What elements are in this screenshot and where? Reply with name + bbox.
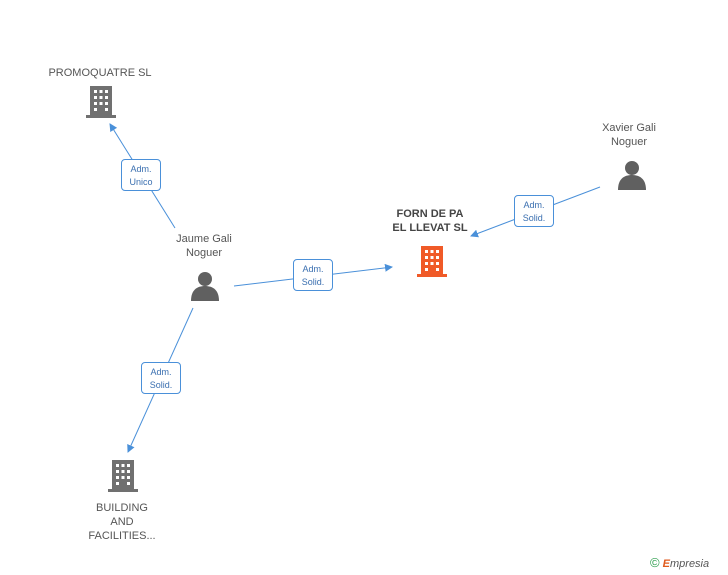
edge-badge-jaume-forn[interactable]: Adm. Solid.	[293, 259, 333, 291]
copyright-symbol: ©	[650, 555, 660, 570]
xavier-name-line2: Noguer	[610, 136, 648, 148]
jaume-name-line2: Noguer	[185, 247, 223, 259]
building-name-line1: BUILDING	[96, 502, 148, 514]
node-label-forn-de-pa[interactable]: FORN DE PA EL LLEVAT SL	[370, 207, 490, 235]
badge-role-line1: Adm.	[523, 200, 545, 210]
node-label-promoquatre[interactable]: PROMOQUATRE SL	[40, 66, 160, 80]
building-name-line2: AND	[110, 516, 134, 528]
building-icon-building-and-facilities[interactable]	[108, 460, 138, 492]
badge-role-line2: Solid.	[301, 277, 325, 287]
badge-role-line1: Adm.	[130, 164, 152, 174]
edge-badge-jaume-promoquatre[interactable]: Adm. Unico	[121, 159, 161, 191]
forn-name-line2: EL LLEVAT SL	[392, 222, 468, 234]
node-label-xavier[interactable]: Xavier Gali Noguer	[579, 121, 679, 149]
person-icon-xavier[interactable]	[618, 161, 646, 190]
badge-role-line2: Unico	[129, 177, 153, 187]
building-icon-forn-de-pa[interactable]	[417, 246, 447, 277]
badge-role-line1: Adm.	[150, 367, 172, 377]
node-label-building-and-facilities[interactable]: BUILDING AND FACILITIES...	[72, 501, 172, 543]
badge-role-line2: Solid.	[149, 380, 173, 390]
building-icon-promoquatre[interactable]	[86, 86, 116, 118]
forn-name-line1: FORN DE PA	[396, 208, 464, 220]
edge-badge-jaume-building[interactable]: Adm. Solid.	[141, 362, 181, 394]
empresia-logo-text: mpresia	[670, 558, 710, 570]
person-icon-jaume[interactable]	[191, 272, 219, 301]
promoquatre-name: PROMOQUATRE SL	[48, 67, 152, 79]
badge-role-line2: Solid.	[522, 213, 546, 223]
badge-role-line1: Adm.	[302, 264, 324, 274]
empresia-logo-initial: E	[662, 558, 670, 570]
jaume-name-line1: Jaume Gali	[176, 233, 232, 245]
xavier-name-line1: Xavier Gali	[602, 122, 656, 134]
building-name-line3: FACILITIES...	[88, 530, 156, 542]
node-label-jaume[interactable]: Jaume Gali Noguer	[154, 232, 254, 260]
empresia-footer: © Empresia	[650, 555, 709, 573]
edge-badge-xavier-forn[interactable]: Adm. Solid.	[514, 195, 554, 227]
